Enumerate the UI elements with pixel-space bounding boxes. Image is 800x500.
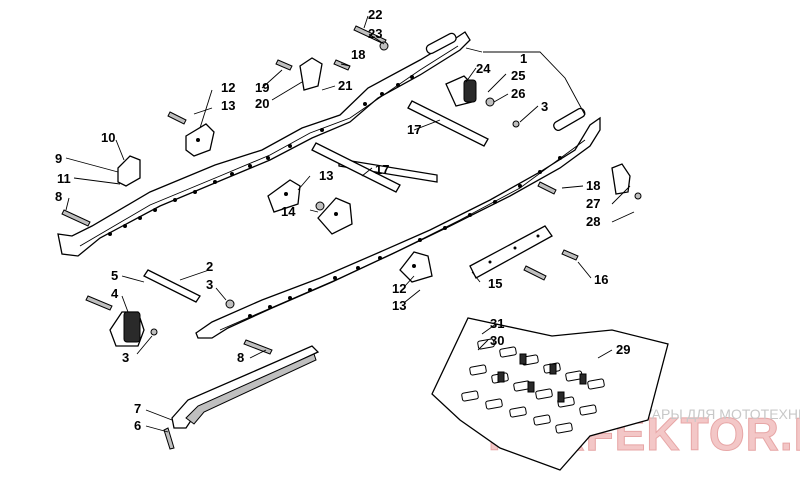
bracket-27 (611, 163, 631, 195)
callout-4: 4 (111, 286, 119, 301)
callout-3-shaft: 3 (206, 277, 213, 292)
callout-18-lower: 18 (586, 178, 600, 193)
callout-16: 16 (594, 272, 608, 287)
front-slide-rail (195, 107, 601, 339)
cross-shafts (311, 100, 489, 193)
callout-5: 5 (111, 268, 118, 283)
bracket-14 (317, 197, 353, 235)
callout-30: 30 (490, 333, 504, 348)
callout-9: 9 (55, 151, 62, 166)
callout-17-upper: 17 (407, 122, 421, 137)
callout-29: 29 (616, 342, 630, 357)
callout-1: 1 (520, 51, 527, 66)
leader-lines (65, 15, 635, 433)
callout-12-lower: 12 (392, 281, 406, 296)
bracket-12-13-lower (399, 251, 433, 283)
callout-8-upper: 8 (55, 189, 62, 204)
callout-11: 11 (57, 171, 71, 186)
callout-28: 28 (586, 214, 600, 229)
callout-18-upper: 18 (351, 47, 365, 62)
callout-7: 7 (134, 401, 141, 416)
callout-13-middle: 13 (319, 168, 333, 183)
front-rail-holes (248, 156, 562, 318)
callout-20: 20 (255, 96, 269, 111)
callout-25: 25 (511, 68, 525, 83)
bracket-13-14 (267, 179, 301, 213)
callout-14: 14 (281, 204, 296, 219)
rear-block (445, 75, 477, 107)
callout-21: 21 (338, 78, 352, 93)
wear-strip-15 (469, 225, 553, 279)
callout-24: 24 (476, 61, 491, 76)
callout-19: 19 (255, 80, 269, 95)
rear-slide-rail (57, 31, 471, 257)
callout-15: 15 (488, 276, 502, 291)
shaft-2 (143, 269, 201, 303)
callout-6: 6 (134, 418, 141, 433)
callout-12-upper: 12 (221, 80, 235, 95)
bracket-10 (117, 155, 141, 187)
callout-27: 27 (586, 196, 600, 211)
slide (171, 345, 320, 429)
rear-rail-holes (108, 75, 414, 236)
callout-17-lower: 17 (375, 162, 389, 177)
callout-13-upper: 13 (221, 98, 235, 113)
callout-22: 22 (368, 7, 382, 22)
callout-26: 26 (511, 86, 525, 101)
front-bumper-block (109, 311, 145, 347)
callout-labels: 1 2 3 3 3 4 5 6 7 8 8 9 10 11 12 12 13 1… (55, 7, 630, 433)
bracket-12-13-upper (185, 123, 215, 157)
callout-10: 10 (101, 130, 115, 145)
callout-23: 23 (368, 26, 382, 41)
callout-31: 31 (490, 316, 504, 331)
callout-13-lower: 13 (392, 298, 406, 313)
bracket-19-20 (299, 57, 323, 91)
callout-3-block: 3 (122, 350, 129, 365)
callout-2: 2 (206, 259, 213, 274)
callout-3-rear: 3 (541, 99, 548, 114)
callout-8-lower: 8 (237, 350, 244, 365)
